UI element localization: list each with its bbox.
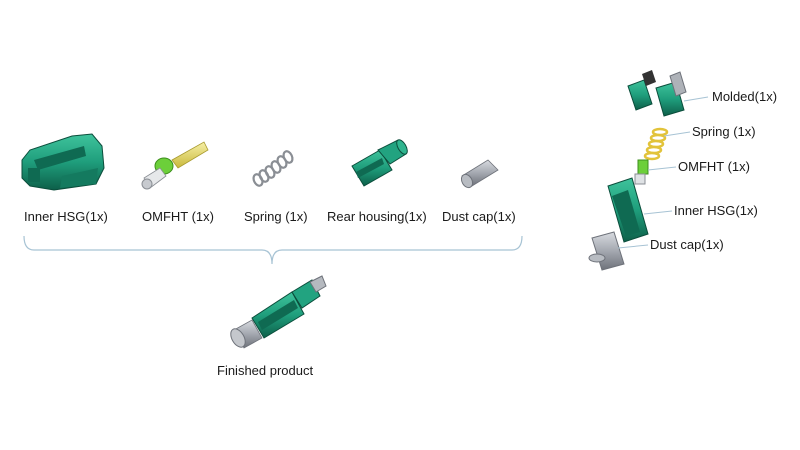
grouping-brace [24, 236, 522, 264]
dust-cap-icon [459, 160, 498, 190]
label-omfht: OMFHT (1x) [142, 209, 214, 225]
ferrule-icon [142, 142, 208, 189]
molded-part-icon [628, 70, 686, 116]
label-dust-cap: Dust cap(1x) [442, 209, 516, 225]
exploded-ferrule-icon [635, 160, 648, 184]
label-inner-housing: Inner HSG(1x) [24, 209, 108, 225]
spring-icon [252, 150, 294, 187]
exploded-label-dust-cap: Dust cap(1x) [650, 237, 724, 253]
exploded-label-spring: Spring (1x) [692, 124, 756, 140]
label-rear-housing: Rear housing(1x) [327, 209, 427, 225]
exploded-label-molded: Molded(1x) [712, 89, 777, 105]
exploded-dust-cap-icon [589, 232, 624, 270]
exploded-label-omfht: OMFHT (1x) [678, 159, 750, 175]
exploded-spring-icon [645, 129, 667, 159]
exploded-label-inner-housing: Inner HSG(1x) [674, 203, 758, 219]
inner-housing-icon [22, 134, 104, 190]
label-spring: Spring (1x) [244, 209, 308, 225]
label-finished-product: Finished product [217, 363, 313, 379]
rear-housing-icon [352, 138, 409, 186]
finished-connector-icon [228, 276, 326, 350]
